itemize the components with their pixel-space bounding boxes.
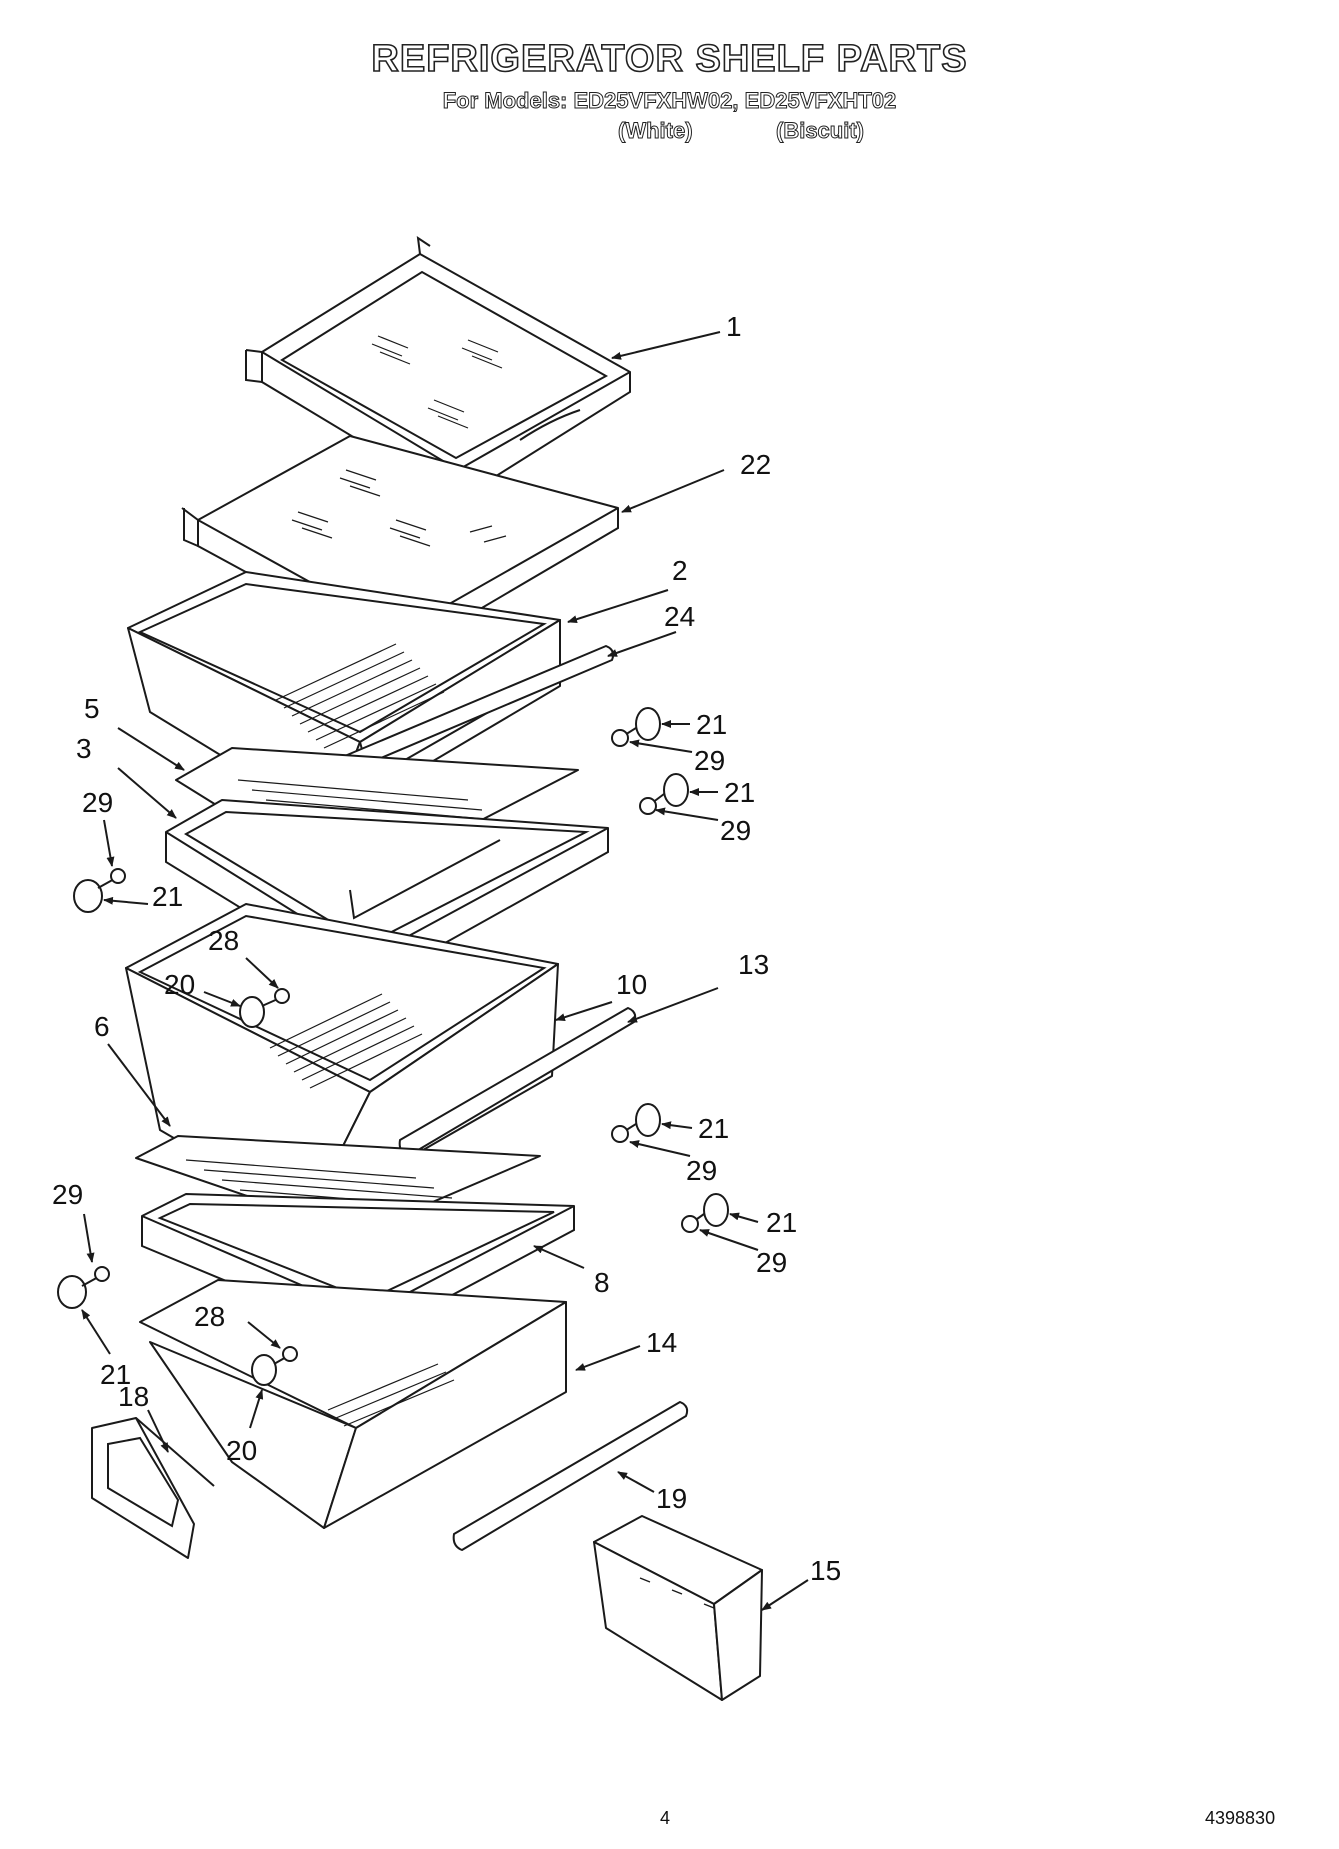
- page-number: 4: [660, 1808, 671, 1828]
- callout-labels: 1 22 2 24 21 29 21 29 5 3 29 21 28 20 10…: [52, 311, 841, 1586]
- callout-10: 10: [616, 969, 647, 1000]
- fastener-21-29-upper-left: [73, 868, 126, 913]
- callout-29-e: 29: [756, 1247, 787, 1278]
- fastener-21-29-lower-left: [57, 1266, 110, 1309]
- callout-28-b: 28: [194, 1301, 225, 1332]
- callout-21-d: 21: [698, 1113, 729, 1144]
- callout-20-a: 20: [164, 969, 195, 1000]
- callout-29-c: 29: [82, 787, 113, 818]
- fastener-20-28-lower: [251, 1346, 298, 1386]
- callout-20-b: 20: [226, 1435, 257, 1466]
- callout-2: 2: [672, 555, 688, 586]
- callout-22: 22: [740, 449, 771, 480]
- callout-14: 14: [646, 1327, 677, 1358]
- fastener-21-29-upper-right-a: [611, 707, 661, 747]
- callout-8: 8: [594, 1267, 610, 1298]
- callout-3: 3: [76, 733, 92, 764]
- diagram-title: REFRIGERATOR SHELF PARTS: [371, 37, 968, 81]
- models-line: For Models: ED25VFXHW02, ED25VFXHT02: [442, 88, 897, 114]
- callout-1: 1: [726, 311, 742, 342]
- callout-24: 24: [664, 601, 695, 632]
- callout-5: 5: [84, 693, 100, 724]
- callout-18: 18: [118, 1381, 149, 1412]
- callout-19: 19: [656, 1483, 687, 1514]
- variant-biscuit: (Biscuit): [776, 118, 865, 144]
- callout-21-b: 21: [724, 777, 755, 808]
- part-14-bottom-crisper: [139, 1279, 567, 1529]
- part-15-bin: [593, 1515, 763, 1701]
- callout-21-a: 21: [696, 709, 727, 740]
- callout-21-e: 21: [766, 1207, 797, 1238]
- callout-21-c: 21: [152, 881, 183, 912]
- variant-white: (White): [618, 118, 694, 144]
- part-19-rail: [452, 1401, 689, 1551]
- fastener-21-29-upper-right-b: [639, 773, 689, 815]
- callout-15: 15: [810, 1555, 841, 1586]
- fastener-21-29-lower-right-b: [681, 1193, 729, 1233]
- callout-29-a: 29: [694, 745, 725, 776]
- callout-29-b: 29: [720, 815, 751, 846]
- part-18-plate: [91, 1417, 215, 1559]
- callout-6: 6: [94, 1011, 110, 1042]
- callout-13: 13: [738, 949, 769, 980]
- callout-21-f: 21: [100, 1359, 131, 1390]
- document-number: 4398830: [1205, 1808, 1276, 1828]
- callout-leaders: [81, 331, 809, 1611]
- callout-29-f: 29: [52, 1179, 83, 1210]
- callout-29-d: 29: [686, 1155, 717, 1186]
- fastener-20-28-upper: [239, 988, 290, 1028]
- callout-28-a: 28: [208, 925, 239, 956]
- fastener-21-29-lower-right-a: [611, 1103, 661, 1143]
- part-3-frame: [165, 799, 609, 988]
